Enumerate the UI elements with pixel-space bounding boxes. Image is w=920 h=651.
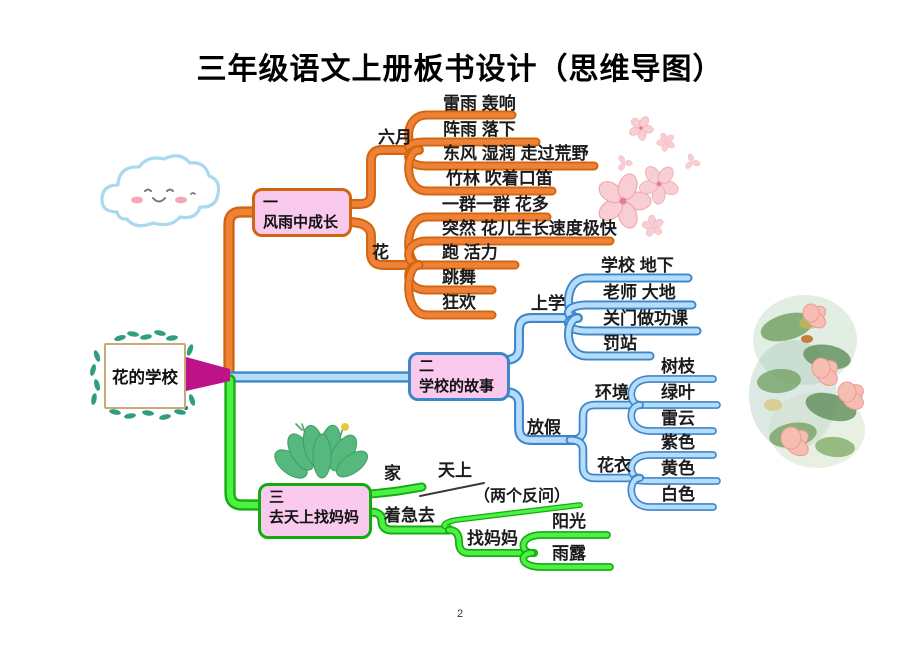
page-title: 三年级语文上册板书设计（思维导图） [196,53,724,86]
node-label-rain-dew: 雨露 [552,544,586,563]
branch2-box-number: 二 [419,358,435,375]
branch-line-green-inner-28 [367,484,425,497]
node-label-attend-school: 上学 [531,294,565,313]
branch-line-orange-inner-6 [406,147,555,194]
root-node: 花的学校 [104,343,186,409]
branch-line-blue-inner-23 [629,402,716,434]
branch-line-blue-inner-13 [502,315,581,363]
node-label-purple: 紫色 [661,433,695,452]
node-label-flower: 花 [372,243,389,262]
plant-decoration [274,423,368,479]
node-label-run: 跑 活力 [442,243,498,262]
branch-line-orange-inner-1 [345,147,422,207]
node-label-homework: 关门做功课 [603,309,688,328]
node-label-flower-dress: 花衣 [597,456,631,475]
node-label-sunshine: 阳光 [552,512,586,531]
branch-line-orange-inner-0 [225,208,260,381]
node-label-yellow: 黄色 [661,459,695,478]
node-label-carnival: 狂欢 [442,293,476,312]
node-label-suddenly: 突然 花儿生长速度极快 [442,219,617,238]
branch2-box-title: 学校的故事 [419,377,495,395]
page-number: 2 [456,608,464,620]
branch3-box-number: 三 [269,489,285,506]
leaf-sprigs-decoration [90,330,196,420]
branch1-box-number: 一 [263,194,279,211]
node-label-anxious-go: 着急去 [384,506,435,525]
branch-line-blue-inner-18 [565,315,653,359]
branch-line-green-inner-27 [226,376,266,509]
node-label-environment: 环境 [595,383,629,402]
node-label-dance: 跳舞 [442,268,476,287]
branch-line-green-inner-33 [521,550,613,570]
cloud-decoration [100,154,221,228]
branch-line-green-outer-27 [224,374,268,511]
node-label-thunder-rain: 雷雨 轰响 [443,94,516,113]
branch-line-green-inner-29 [367,509,452,533]
node-label-bamboo: 竹林 吹着口笛 [446,169,553,188]
node-label-home: 家 [384,464,401,483]
node-label-green-leaf: 绿叶 [661,383,695,402]
lotus-painting-decoration [749,295,865,468]
branch-line-orange-outer-0 [223,206,262,383]
branch3-box-title: 去天上找妈妈 [269,508,360,526]
blossom-decoration [598,116,701,237]
root-connector-wedge [186,357,230,391]
root-node-label: 花的学校 [112,369,178,387]
branch1-box: 一风雨中成长 [252,188,352,237]
node-label-find-mother: 找妈妈 [467,529,518,548]
node-label-june: 六月 [378,128,412,147]
node-label-groups: 一群一群 花多 [442,195,549,214]
node-label-two-questions: （两个反问） [474,488,571,505]
node-label-school-underground: 学校 地下 [601,256,674,275]
node-label-white: 白色 [661,485,695,504]
branch3-box: 三去天上找妈妈 [258,483,372,539]
branch2-box: 二学校的故事 [408,352,510,401]
branch-line-blue-inner-20 [567,437,643,481]
node-label-thunder-cloud: 雷云 [661,409,695,428]
branch-line-green-inner-31 [446,527,537,556]
branch-line-blue-inner-26 [629,475,716,510]
branch-line-orange-inner-2 [345,219,422,268]
node-label-teacher-earth: 老师 大地 [603,283,676,302]
branch-line-blue-inner-14 [502,389,581,443]
sky-underline [419,482,485,497]
node-label-punish-stand: 罚站 [603,334,637,353]
node-label-branches-twig: 树枝 [661,357,695,376]
branch-line-orange-inner-11 [406,262,495,318]
node-label-holiday: 放假 [527,418,561,437]
node-label-shower: 阵雨 落下 [443,120,516,139]
node-label-east-wind: 东风 湿润 走过荒野 [443,144,589,163]
node-label-sky: 天上 [438,461,472,480]
branch1-box-title: 风雨中成长 [263,213,339,231]
